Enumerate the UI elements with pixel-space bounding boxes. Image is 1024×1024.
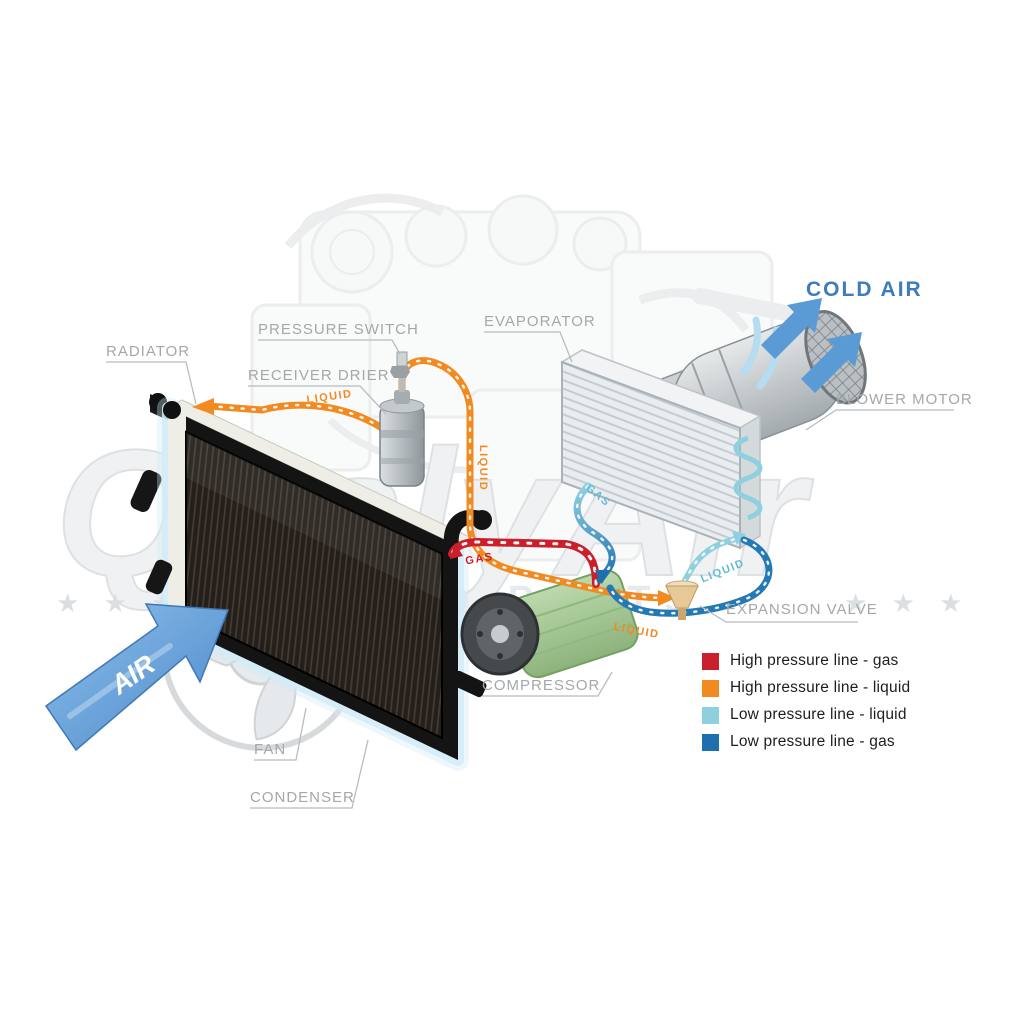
orange-arrow-icon [192, 398, 214, 415]
leader-expansion-valve [699, 605, 858, 623]
leader-receiver-drier [248, 385, 387, 415]
legend: High pressure line - gas High pressure l… [702, 652, 910, 751]
leader-condenser [250, 739, 369, 809]
legend-label: High pressure line - liquid [730, 679, 911, 696]
legend-swatch-lightblue [702, 706, 719, 724]
leader-fan [254, 707, 307, 761]
leader-blower-motor [805, 409, 954, 431]
cold-air-arrow-icon [801, 332, 862, 393]
expansion-valve-illustration [665, 580, 699, 620]
leader-lines [106, 331, 954, 809]
leader-pressure-switch [258, 339, 401, 355]
flow-label-gas: GAS [464, 551, 494, 568]
red-arrow-icon [450, 543, 463, 559]
expansion-valve-label: EXPANSION VALVE [726, 601, 878, 618]
evaporator-label: EVAPORATOR [484, 313, 596, 330]
legend-label: High pressure line - gas [730, 652, 899, 669]
cold-air-arrow-icon [761, 298, 822, 359]
legend-label: Low pressure line - liquid [730, 706, 907, 723]
component-labels: RADIATOR PRESSURE SWITCH RECEIVER DRIER … [106, 278, 973, 806]
legend-swatch-blue [702, 733, 719, 751]
blue-arrow-icon [595, 570, 609, 584]
condenser-label: CONDENSER [250, 789, 355, 806]
legend-item-high-pressure-liquid: High pressure line - liquid [702, 679, 910, 697]
evaporator-illustration [560, 349, 763, 550]
evaporator-coil [733, 435, 763, 521]
leader-compressor [482, 671, 613, 697]
cold-air-label: COLD AIR [806, 278, 923, 301]
compressor-illustration [460, 569, 639, 679]
air-intake-arrow: AIR [44, 603, 230, 752]
leader-radiator [106, 361, 197, 405]
flow-label-liquid: LIQUID [477, 445, 489, 491]
radiator-label: RADIATOR [106, 343, 190, 360]
lightblue-arrow-icon [732, 531, 746, 545]
legend-label: Low pressure line - gas [730, 733, 895, 750]
legend-swatch-orange [702, 679, 719, 697]
fan-label: FAN [254, 741, 286, 758]
condenser-illustration [145, 397, 492, 771]
legend-item-high-pressure-gas: High pressure line - gas [702, 652, 910, 670]
blower-motor-label: BLOWER MOTOR [836, 391, 973, 408]
compressor-label: COMPRESSOR [482, 677, 600, 694]
watermark-stars-right: ★ ★ ★ [844, 589, 970, 619]
pressure-switch-label: PRESSURE SWITCH [258, 321, 419, 338]
refrigerant-lines [192, 357, 773, 617]
leader-evaporator [484, 331, 573, 363]
legend-item-low-pressure-gas: Low pressure line - gas [702, 733, 910, 751]
pressure-switch-illustration [390, 351, 410, 392]
legend-item-low-pressure-liquid: Low pressure line - liquid [702, 706, 910, 724]
legend-swatch-red [702, 652, 719, 670]
orange-arrow-icon [658, 590, 676, 606]
receiver-drier-label: RECEIVER DRIER [248, 367, 390, 384]
cold-air-arrows [740, 298, 862, 393]
receiver-drier-illustration [379, 390, 425, 487]
